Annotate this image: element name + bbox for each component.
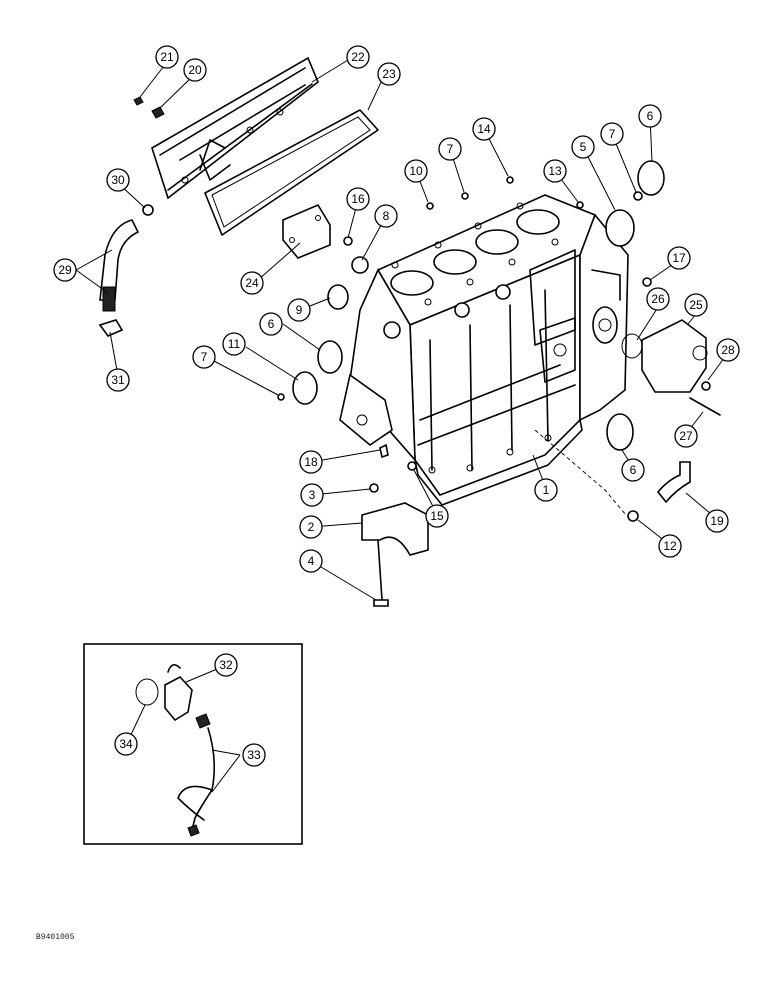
cover-plate: [282, 203, 331, 259]
callout-17: 17: [667, 246, 691, 270]
svg-text:7: 7: [609, 127, 616, 141]
callout-16: 16: [346, 187, 370, 211]
svg-text:23: 23: [382, 67, 396, 81]
svg-text:8: 8: [383, 209, 390, 223]
callout-34: 34: [114, 732, 138, 756]
callout-2: 2: [299, 515, 323, 539]
callout-26: 26: [646, 287, 670, 311]
dashed-link: [534, 429, 627, 516]
svg-text:16: 16: [351, 192, 365, 206]
callout-29: 29: [53, 258, 77, 282]
svg-text:17: 17: [672, 251, 686, 265]
svg-text:6: 6: [268, 317, 275, 331]
callout-11: 11: [222, 332, 246, 356]
svg-text:27: 27: [679, 429, 693, 443]
svg-text:28: 28: [721, 343, 735, 357]
side-cover: [151, 56, 319, 200]
svg-text:1: 1: [543, 483, 550, 497]
bearing-cap: [361, 502, 429, 607]
callout-5: 5: [571, 135, 595, 159]
callout-19: 19: [705, 509, 729, 533]
svg-text:20: 20: [188, 63, 202, 77]
svg-text:22: 22: [351, 50, 365, 64]
callout-24: 24: [240, 271, 264, 295]
callout-22: 22: [346, 45, 370, 69]
callout-14: 14: [472, 117, 496, 141]
callout-32: 32: [214, 653, 238, 677]
callout-1: 1: [534, 478, 558, 502]
inset-panel: [83, 643, 303, 845]
callout-15: 15: [425, 504, 449, 528]
svg-text:32: 32: [219, 658, 233, 672]
svg-text:19: 19: [710, 514, 724, 528]
svg-text:26: 26: [651, 292, 665, 306]
callout-33: 33: [242, 743, 266, 767]
cover-gasket: [204, 109, 379, 236]
callout-27: 27: [674, 424, 698, 448]
svg-text:25: 25: [689, 298, 703, 312]
svg-text:30: 30: [111, 173, 125, 187]
callout-13: 13: [543, 159, 567, 183]
svg-text:33: 33: [247, 748, 261, 762]
callout-31: 31: [106, 368, 130, 392]
water-outlet: [641, 319, 721, 416]
callout-18: 18: [299, 450, 323, 474]
svg-text:24: 24: [245, 276, 259, 290]
callout-4: 4: [299, 549, 323, 573]
callout-6-left: 6: [259, 312, 283, 336]
small-fittings: [133, 96, 165, 216]
callout-25: 25: [684, 293, 708, 317]
callout-3: 3: [300, 483, 324, 507]
callout-7-right: 7: [600, 122, 624, 146]
callout-12: 12: [658, 534, 682, 558]
callout-23: 23: [377, 62, 401, 86]
hose: [98, 219, 140, 337]
svg-text:31: 31: [111, 373, 125, 387]
callout-30: 30: [106, 168, 130, 192]
svg-text:15: 15: [430, 509, 444, 523]
callout-28: 28: [716, 338, 740, 362]
svg-text:3: 3: [309, 488, 316, 502]
callout-20: 20: [183, 58, 207, 82]
svg-text:13: 13: [548, 164, 562, 178]
svg-text:6: 6: [630, 463, 637, 477]
svg-text:7: 7: [447, 142, 454, 156]
svg-text:4: 4: [308, 554, 315, 568]
plugs-and-seals: [277, 160, 665, 522]
callout-7-left: 7: [192, 345, 216, 369]
callout-7-top: 7: [438, 137, 462, 161]
svg-text:12: 12: [663, 539, 677, 553]
callout-6-top: 6: [638, 104, 662, 128]
svg-text:29: 29: [58, 263, 72, 277]
callout-21: 21: [155, 45, 179, 69]
svg-text:11: 11: [228, 337, 241, 351]
svg-text:14: 14: [477, 122, 491, 136]
cylinder-block: [339, 194, 629, 506]
callout-10: 10: [404, 159, 428, 183]
svg-text:9: 9: [296, 303, 303, 317]
tube: [656, 461, 691, 504]
svg-text:18: 18: [304, 455, 318, 469]
svg-text:2: 2: [308, 520, 315, 534]
svg-text:5: 5: [580, 140, 587, 154]
svg-text:6: 6: [647, 109, 654, 123]
callout-8: 8: [374, 204, 398, 228]
figure-reference-code: B9401005: [36, 933, 75, 942]
svg-text:34: 34: [119, 737, 133, 751]
callout-9: 9: [287, 298, 311, 322]
svg-text:21: 21: [160, 50, 174, 64]
svg-text:10: 10: [409, 164, 423, 178]
callout-6-right: 6: [621, 458, 645, 482]
svg-text:7: 7: [201, 350, 208, 364]
